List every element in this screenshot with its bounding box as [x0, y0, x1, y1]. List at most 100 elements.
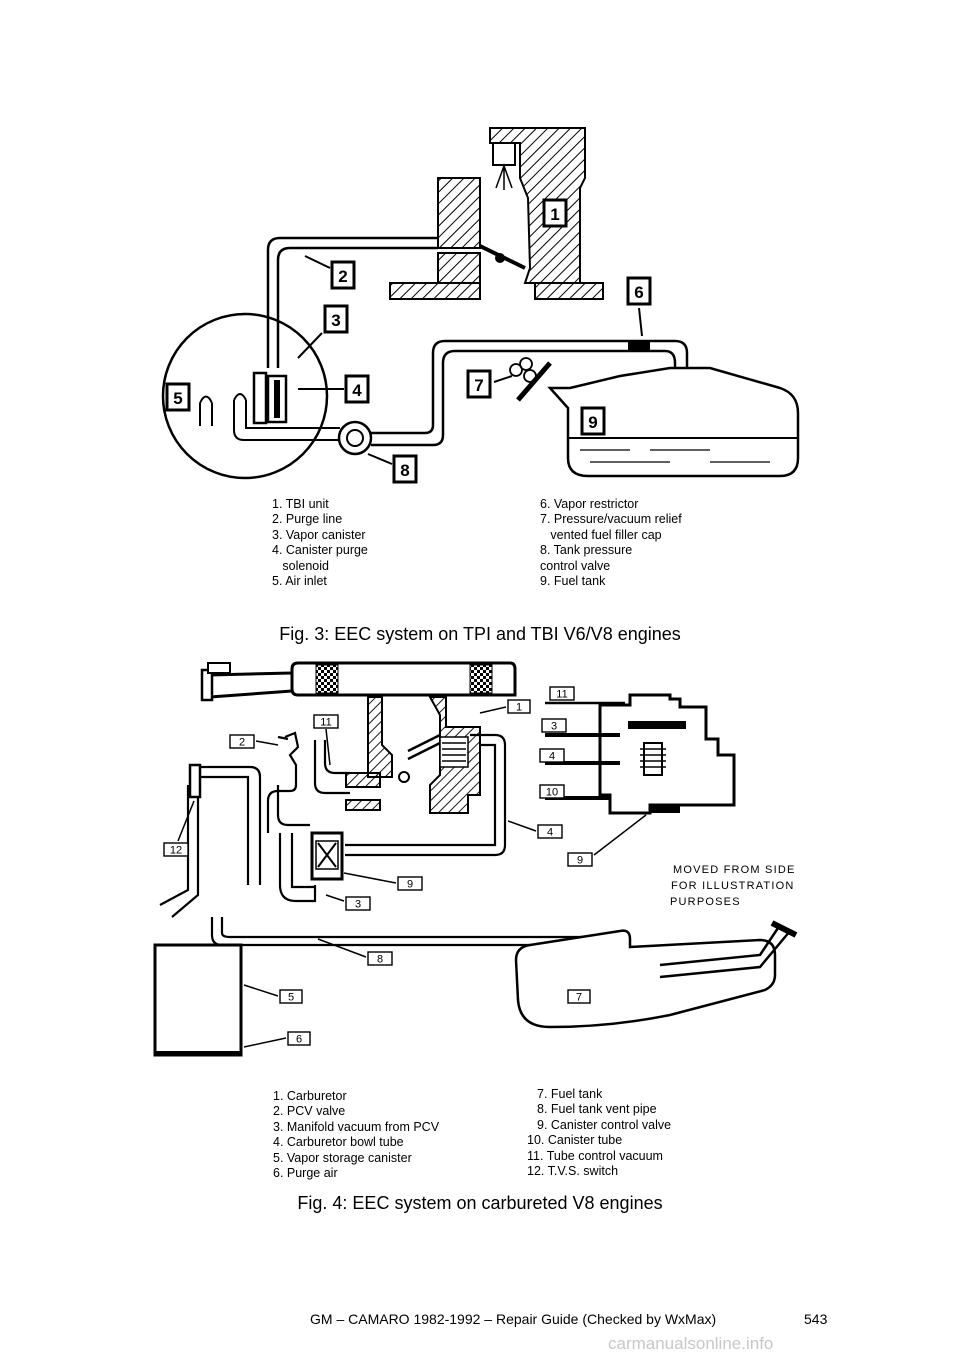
svg-text:9: 9	[577, 855, 583, 867]
page-footer-text: GM – CAMARO 1982-1992 – Repair Guide (Ch…	[310, 1311, 717, 1327]
legend-item: 6. Vapor restrictor	[540, 497, 639, 511]
purge-line-drawing	[266, 236, 438, 368]
legend-item: 7. Fuel tank	[537, 1087, 603, 1101]
legend-item: 5. Vapor storage canister	[273, 1150, 412, 1165]
callout-9: 9	[580, 406, 606, 436]
svg-text:3: 3	[551, 721, 557, 733]
svg-text:9: 9	[407, 879, 413, 891]
vapor-storage-canister-drawing	[153, 943, 243, 1057]
svg-text:2: 2	[338, 267, 347, 286]
tvs-switch-drawing	[188, 763, 202, 799]
hose-drawing	[159, 731, 630, 947]
callout-2: 2	[330, 260, 356, 290]
svg-text:4: 4	[352, 381, 362, 400]
legend-item: 11. Tube control vacuum	[527, 1148, 663, 1163]
legend-item: solenoid	[272, 558, 329, 573]
figure-3-legend-left: 1. TBI unit 2. Purge line 3. Vapor canis…	[272, 497, 368, 589]
watermark: carmanualsonline.info	[608, 1334, 774, 1353]
legend-item: 8. Tank pressure	[540, 543, 633, 558]
callout-10: 10	[539, 784, 565, 799]
legend-item: 3. Vapor canister	[272, 527, 366, 542]
canister-drawing	[199, 371, 340, 441]
legend-item: 9. Canister control valve	[537, 1117, 672, 1132]
svg-text:9: 9	[588, 413, 597, 432]
svg-text:3: 3	[355, 899, 361, 911]
vapor-line-drawing	[371, 339, 689, 447]
filler-cap-drawing	[509, 357, 552, 402]
carb-fuel-tank-drawing	[514, 929, 777, 1029]
figure-4-legend-right: 7. Fuel tank 8. Fuel tank vent pipe 9. C…	[527, 1087, 672, 1179]
legend-item: 7. Pressure/vacuum relief	[540, 512, 682, 527]
legend-item: 12. T.V.S. switch	[527, 1164, 619, 1179]
callout-7: 7	[567, 989, 591, 1004]
svg-text:6: 6	[296, 1034, 302, 1046]
moved-note-line-1: MOVED FROM SIDE	[673, 864, 796, 876]
callout-12: 12	[163, 842, 189, 857]
callout-4: 4	[537, 824, 563, 839]
svg-text:7: 7	[576, 992, 582, 1004]
legend-item: 9. Fuel tank	[540, 574, 606, 589]
callout-9-detail: 9	[567, 852, 593, 867]
callout-11: 11	[313, 714, 339, 729]
moved-note-line-3: PURPOSES	[670, 896, 741, 908]
callout-3-detail: 3	[541, 718, 567, 733]
pressure-control-valve-drawing	[337, 420, 373, 456]
svg-text:7: 7	[474, 376, 483, 395]
callout-5: 5	[279, 989, 303, 1004]
legend-item: 1. TBI unit	[272, 497, 329, 511]
air-cleaner-drawing	[200, 661, 517, 702]
legend-item: 1. Carburetor	[273, 1089, 347, 1103]
callout-3: 3	[345, 896, 371, 911]
callout-8: 8	[392, 454, 418, 484]
svg-text:1: 1	[550, 205, 559, 224]
svg-text:5: 5	[288, 992, 294, 1004]
svg-text:6: 6	[634, 283, 643, 302]
legend-item: 2. Purge line	[272, 512, 343, 527]
figure-4-caption: Fig. 4: EEC system on carbureted V8 engi…	[297, 1193, 663, 1213]
fuel-tank-drawing	[547, 366, 800, 478]
legend-item: 2. PCV valve	[273, 1104, 346, 1119]
figure-3-caption: Fig. 3: EEC system on TPI and TBI V6/V8 …	[279, 624, 681, 644]
legend-item: vented fuel filler cap	[540, 527, 662, 542]
callout-4-detail: 4	[539, 748, 565, 763]
legend-item: 8. Fuel tank vent pipe	[537, 1102, 657, 1117]
callout-7: 7	[466, 369, 492, 399]
svg-text:8: 8	[400, 461, 409, 480]
legend-item: control valve	[540, 558, 611, 573]
canister-detail-circle	[161, 312, 329, 480]
callout-4: 4	[344, 374, 370, 404]
figure-3-diagram: 1 2 3 4 5 6 7 8 9	[161, 127, 800, 484]
moved-note-line-2: FOR ILLUSTRATION	[671, 880, 795, 892]
svg-text:11: 11	[556, 689, 567, 701]
callout-8: 8	[367, 951, 393, 966]
svg-text:12: 12	[170, 845, 182, 857]
callout-6: 6	[626, 276, 652, 306]
callout-11-detail: 11	[549, 686, 575, 701]
figure-4-diagram: 1 2 3 4 5 6 7 8 9 10 11 12 11 3 4 9 MOVE…	[153, 661, 798, 1057]
svg-text:2: 2	[239, 737, 245, 749]
callout-6: 6	[287, 1031, 311, 1046]
legend-item: 4. Canister purge	[272, 543, 368, 558]
legend-item: 10. Canister tube	[527, 1133, 623, 1148]
figure-3-legend-right: 6. Vapor restrictor 7. Pressure/vacuum r…	[540, 497, 682, 589]
callout-3: 3	[323, 304, 349, 334]
callout-1: 1	[542, 198, 568, 228]
page-number: 543	[804, 1311, 828, 1327]
callout-1: 1	[507, 699, 531, 714]
svg-text:8: 8	[377, 954, 383, 966]
legend-item: 4. Carburetor bowl tube	[273, 1135, 404, 1150]
svg-text:1: 1	[516, 702, 522, 714]
callout-9: 9	[397, 876, 423, 891]
svg-text:4: 4	[549, 751, 555, 763]
svg-text:10: 10	[546, 787, 558, 799]
legend-item: 3. Manifold vacuum from PCV	[273, 1119, 440, 1134]
figure-4-legend-left: 1. Carburetor 2. PCV valve 3. Manifold v…	[273, 1089, 439, 1181]
tbi-unit-drawing	[389, 127, 604, 300]
legend-item: 6. Purge air	[273, 1166, 338, 1181]
svg-text:5: 5	[173, 389, 182, 408]
callout-2: 2	[229, 734, 255, 749]
control-valve-detail-drawing	[545, 693, 736, 815]
svg-text:3: 3	[331, 311, 340, 330]
carburetor-drawing	[345, 696, 481, 814]
svg-text:11: 11	[320, 717, 331, 729]
